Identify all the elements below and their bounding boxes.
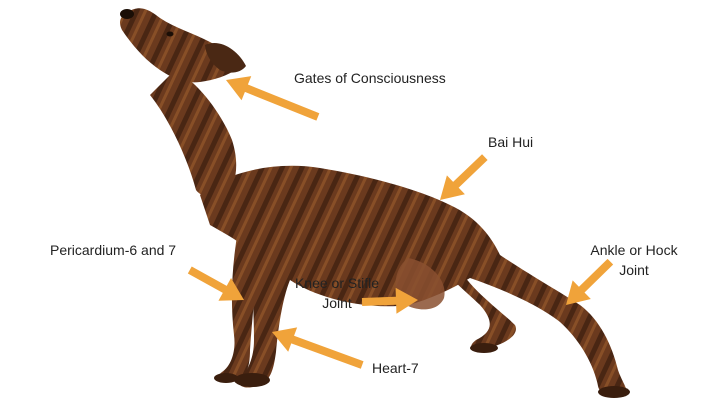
dog-ear [205,42,246,73]
arrow-pericardium [187,266,244,301]
dog-neck [150,70,237,200]
dog-nose [120,9,134,19]
label-ankle-line1: Ankle or Hock [590,242,678,258]
label-bai-hui: Bai Hui [488,132,533,152]
label-pericardium-text: Pericardium-6 and 7 [50,242,177,258]
dog-image [120,8,630,398]
dog-far-front-paw [214,373,238,383]
dog-head [120,8,238,83]
label-knee-line2: Joint [322,295,352,311]
label-knee-stifle: Knee or Stifle Joint [282,273,392,313]
label-heart-7: Heart-7 [372,358,419,378]
label-ankle-line2: Joint [619,262,649,278]
arrow-bai-hui [440,154,488,200]
dog-hind-paw [598,386,630,398]
dog-far-front-leg [217,230,260,383]
dog-front-paw [234,373,270,387]
arrow-heart [272,327,364,369]
label-heart-text: Heart-7 [372,360,419,376]
dog-eye [166,31,174,37]
label-gates-of-consciousness: Gates of Consciousness [294,68,446,88]
label-bai-hui-text: Bai Hui [488,134,534,150]
label-ankle-hock: Ankle or Hock Joint [575,240,693,280]
label-gates-text: Gates of Consciousness [294,70,446,86]
arrow-ankle [566,258,614,305]
arrow-knee [361,287,418,314]
arrow-gates [226,76,320,121]
arrows [187,76,614,369]
label-knee-line1: Knee or Stifle [294,275,380,291]
dog-far-hind-paw [470,343,498,353]
label-pericardium: Pericardium-6 and 7 [50,240,176,260]
